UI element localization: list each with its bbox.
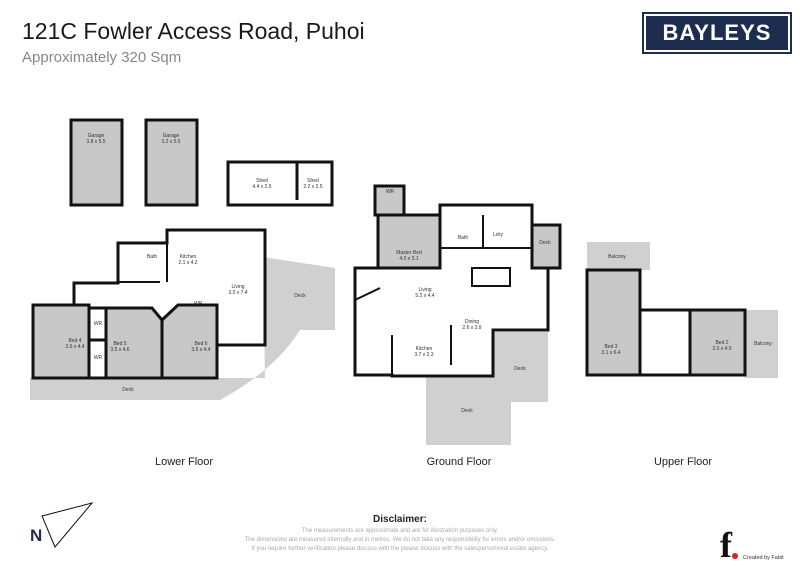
room-size: 5.2 x 4.4 [415,293,434,299]
deck-ground [426,332,548,445]
room-label: Deck [294,293,306,299]
room-label: Bath [458,235,469,241]
floor-area: Approximately 320 Sqm [22,49,182,66]
room-label: Dining [465,319,479,325]
room-label: Bed 2 [715,340,728,346]
upper-floor-labels: Balcony Bed 3 3.1 x 6.4 Bed 2 3.0 x 4.0 … [601,254,772,468]
room-label: Bed 6 [194,341,207,347]
room-label: Ldry [493,232,503,238]
room-size: 2.1 x 4.2 [178,260,197,266]
room-label: Living [231,284,244,290]
room-label: WR [94,355,103,361]
disclaimer-line: The dimensions are measured internally a… [244,537,556,543]
lower-floor-plan [30,118,335,400]
ground-floor-labels: WR Master Bed 4.0 x 3.1 Bath Ldry Deck L… [386,189,551,468]
room-label: Garage [163,133,180,139]
floor-title-upper: Upper Floor [654,456,712,468]
room-label: Bed 5 [113,341,126,347]
room-label: WR [386,189,395,195]
disclaimer-line: If you require further verification plea… [251,546,549,552]
room-label: Bed 3 [604,344,617,350]
room-label: Shed [307,178,319,184]
fabit-logo-dot [732,553,738,559]
room-size: 3.0 x 4.0 [712,346,731,352]
room-label: Bed 4 [68,338,81,344]
room-label: Kitchen [180,254,197,260]
balcony-right [745,310,778,378]
disclaimer-line: The measurements are approximate and are… [301,528,499,534]
floor-title-lower: Lower Floor [155,456,213,468]
room-label: Shed [256,178,268,184]
room-label: Deck [514,366,526,372]
room-label: Deck [122,387,134,393]
room-label: Garage [88,133,105,139]
room-size: 2.2 x 2.5 [303,184,322,190]
bayleys-logo: BAYLEYS [642,12,792,54]
bed-4 [31,303,91,380]
balcony-top [587,242,650,270]
fabit-logo: f [720,525,732,565]
room-size: 3.2 x 5.5 [161,139,180,145]
created-by-credit: Created by Fabit [743,555,784,561]
bed-3 [585,268,642,377]
property-address: 121C Fowler Access Road, Puhoi [22,18,365,44]
garage-1 [69,118,124,207]
room-label: Kitchen [416,346,433,352]
room-size: 3.7 x 2.3 [414,352,433,358]
deck-lower [30,257,335,400]
lower-floor-labels: Garage 3.8 x 5.5 Garage 3.2 x 5.5 Shed 4… [65,133,322,468]
floor-title-ground: Ground Floor [427,456,492,468]
room-label: Deck [539,240,551,246]
garage-2 [144,118,199,207]
wr-ground [373,184,406,217]
room-label: Master Bed [396,250,422,256]
compass-icon: N [30,502,94,548]
room-label: Deck [461,408,473,414]
upper-floor-plan [585,242,778,378]
room-label: Balcony [608,254,626,260]
room-size: 3.6 x 4.4 [65,344,84,350]
room-size: 2.6 x 2.9 [462,325,481,331]
room-size: 3.0 x 7.4 [228,290,247,296]
room-size: 4.0 x 3.1 [399,256,418,262]
deck-ground-small [530,223,562,270]
master-bed [376,213,442,270]
ground-floor-plan [353,184,562,445]
wr-lower [87,306,108,380]
room-size: 3.1 x 6.4 [601,350,620,356]
room-label: Living [418,287,431,293]
bed-6 [160,303,219,380]
room-label: Balcony [754,341,772,347]
room-size: 3.8 x 5.5 [86,139,105,145]
room-size: 4.4 x 2.5 [252,184,271,190]
room-label: WR [194,301,203,307]
compass-north-label: N [30,526,42,545]
room-size: 3.5 x 4.6 [110,347,129,353]
shed [226,160,334,207]
disclaimer-heading: Disclaimer: [373,514,427,525]
bed-2 [688,308,747,377]
room-label: Bath [147,254,158,260]
room-size: 3.5 x 4.4 [191,347,210,353]
room-label: WR [94,321,103,327]
